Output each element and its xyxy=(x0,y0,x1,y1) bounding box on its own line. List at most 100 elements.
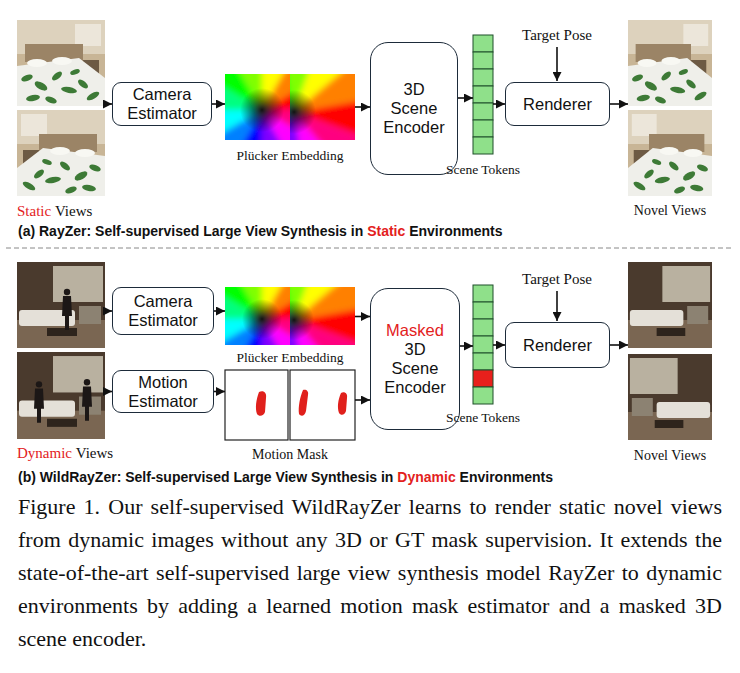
image-group: Novel Views xyxy=(628,262,712,440)
person-figure xyxy=(34,381,44,423)
label-row: Novel Views xyxy=(634,448,706,464)
scene-token xyxy=(473,52,493,69)
room-photo xyxy=(17,110,105,196)
input-label: Target Pose xyxy=(522,271,592,288)
node-label: Novel Views xyxy=(634,203,706,219)
image-group: Novel Views xyxy=(628,20,712,196)
scene-token xyxy=(473,285,493,302)
flow-arrow xyxy=(355,106,370,108)
novel-view-image xyxy=(628,354,712,440)
flow-arrow xyxy=(105,310,112,312)
flow-arrow xyxy=(355,316,370,318)
process-box: 3D Scene Encoder xyxy=(370,42,458,175)
process-box: Motion Estimator xyxy=(112,370,214,413)
scene-token xyxy=(473,137,493,154)
static-view-image xyxy=(17,20,105,106)
dark-center xyxy=(274,300,314,340)
panel-title-part: Self-supervised Large View Synthesis in xyxy=(95,223,363,239)
label-row: StaticViews xyxy=(17,203,92,220)
scene-token xyxy=(473,86,493,103)
room-photo xyxy=(17,20,105,106)
dark-center xyxy=(242,299,282,339)
node-label: 3D Scene Encoder xyxy=(381,80,447,137)
flow-arrow xyxy=(105,391,112,393)
token-column xyxy=(473,285,493,404)
panel-title-part: Environments xyxy=(409,223,502,239)
node-label: Renderer xyxy=(523,95,592,114)
scene-token xyxy=(473,387,493,404)
node-label: Plücker Embedding xyxy=(237,148,344,164)
room-photo xyxy=(17,262,105,348)
node-label: Static xyxy=(17,203,51,220)
label-row: Motion Mask xyxy=(252,447,328,463)
scene-token xyxy=(473,35,493,52)
panel-divider xyxy=(6,248,734,249)
flow-arrow xyxy=(214,391,225,393)
process-box: Camera Estimator xyxy=(112,82,212,126)
dynamic-view-image xyxy=(17,352,105,439)
pose-arrow xyxy=(556,291,558,321)
static-view-image xyxy=(17,110,105,196)
image-group: Plücker Embedding xyxy=(225,287,355,345)
flow-arrow xyxy=(460,345,473,347)
panel-title-part: Static xyxy=(367,223,405,239)
novel-view-image xyxy=(628,20,712,106)
room-photo xyxy=(628,262,712,348)
label-row: Plücker Embedding xyxy=(237,350,344,366)
dark-center xyxy=(240,88,284,132)
room-photo xyxy=(628,110,712,196)
mask-blob xyxy=(299,390,308,416)
node-label: Renderer xyxy=(523,336,592,355)
label-row: Plücker Embedding xyxy=(237,148,344,164)
novel-view-image xyxy=(628,110,712,196)
dark-center xyxy=(272,90,316,134)
input-label: Target Pose xyxy=(522,27,592,44)
node-label: Motion Mask xyxy=(252,447,328,463)
scene-token xyxy=(473,120,493,137)
flow-arrow xyxy=(212,103,225,105)
node-label: Scene Tokens xyxy=(446,162,520,178)
image-group: DynamicViews xyxy=(17,262,105,439)
panel-title-part: (b) WildRayZer: xyxy=(18,469,121,485)
panel-title: (a) RayZer:Self-supervised Large View Sy… xyxy=(18,223,503,239)
room-photo xyxy=(628,354,712,440)
node-label: Plücker Embedding xyxy=(237,350,344,366)
panel-title-part: Environments xyxy=(460,469,553,485)
mask-frame xyxy=(290,370,355,440)
person-figure xyxy=(62,289,72,330)
flow-arrow xyxy=(214,310,225,312)
pose-arrow xyxy=(556,47,558,81)
node-label: Masked xyxy=(386,321,444,340)
image-group: Motion Mask xyxy=(225,370,355,440)
mask-blob xyxy=(338,392,347,415)
mask-frame xyxy=(225,370,288,440)
novel-view-image xyxy=(628,262,712,348)
panel-title-part: Dynamic xyxy=(397,469,455,485)
scene-token xyxy=(473,319,493,336)
flow-arrow xyxy=(493,103,505,105)
image-group: StaticViews xyxy=(17,20,105,196)
node-label: Views xyxy=(55,203,92,220)
room-photo xyxy=(628,20,712,106)
image-group: Plücker Embedding xyxy=(225,74,355,140)
image-group: Scene Tokens xyxy=(473,285,493,404)
image-group: Scene Tokens xyxy=(473,35,493,154)
scene-token xyxy=(473,103,493,120)
token-column xyxy=(473,35,493,154)
panel-title: (b) WildRayZer:Self-supervised Large Vie… xyxy=(18,469,553,485)
process-box: Renderer xyxy=(505,82,610,126)
process-box: Masked3D Scene Encoder xyxy=(370,288,460,430)
node-label: Camera Estimator xyxy=(113,292,213,330)
dynamic-view-image xyxy=(17,262,105,348)
node-label: 3D Scene Encoder xyxy=(382,340,448,397)
process-box: Camera Estimator xyxy=(112,287,214,335)
label-row: Scene Tokens xyxy=(446,410,520,426)
scene-token xyxy=(473,69,493,86)
person-figure xyxy=(82,379,92,421)
label-row: DynamicViews xyxy=(17,445,113,462)
flow-arrow xyxy=(610,344,628,346)
room-photo xyxy=(17,352,105,439)
label-row: Novel Views xyxy=(634,203,706,219)
scene-token xyxy=(473,336,493,353)
node-label: Camera Estimator xyxy=(113,85,211,123)
